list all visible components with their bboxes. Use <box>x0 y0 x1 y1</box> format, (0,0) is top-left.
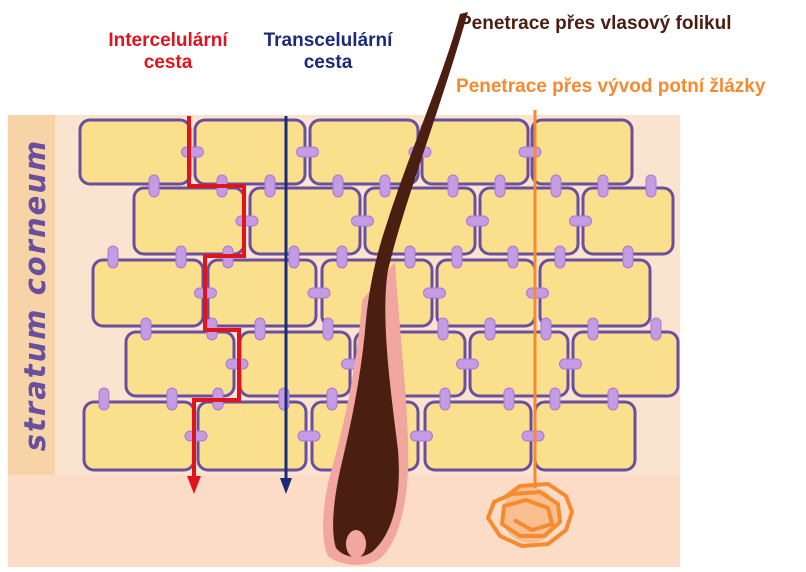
corneocyte-cell <box>470 332 568 396</box>
junction-icon <box>504 388 514 410</box>
corneocyte-cell <box>80 120 190 184</box>
corneocyte-cell <box>250 188 360 254</box>
hair-follicle-route-label: Penetrace přes vlasový folikul <box>459 13 731 35</box>
junction-icon <box>440 388 450 410</box>
sweat-duct-route-label: Penetrace přes vývod potní žlázky <box>456 76 765 98</box>
corneocyte-cell <box>84 402 194 470</box>
junction-icon <box>651 318 661 340</box>
corneocyte-cell <box>573 332 678 396</box>
junction-icon <box>298 431 320 441</box>
junction-icon <box>265 175 275 197</box>
sweat-gland-body <box>502 487 558 543</box>
junction-icon <box>337 246 347 268</box>
junction-icon <box>289 246 299 268</box>
junction-icon <box>550 388 560 410</box>
junction-icon <box>570 216 592 226</box>
junction-icon <box>522 431 544 441</box>
corneocyte-cell <box>240 332 350 396</box>
corneocyte-cell <box>310 120 418 184</box>
junction-icon <box>380 175 390 197</box>
corneocyte-cell <box>425 402 531 470</box>
junction-icon <box>182 147 204 157</box>
corneocyte-cell <box>532 120 632 184</box>
corneocyte-cell <box>208 260 316 326</box>
junction-icon <box>176 246 186 268</box>
corneocyte-cell <box>583 188 673 254</box>
corneocyte-cell <box>437 260 535 326</box>
corneocyte-cell <box>535 402 635 470</box>
corneocyte-cell <box>126 332 234 396</box>
junction-icon <box>411 431 433 441</box>
junction-icon <box>457 359 479 369</box>
corneocyte-cell <box>198 402 306 470</box>
corneocyte-cell <box>480 188 578 254</box>
junction-icon <box>149 175 159 197</box>
junction-icon <box>452 246 462 268</box>
junction-icon <box>448 175 458 197</box>
junction-icon <box>555 246 565 268</box>
junction-icon <box>541 318 551 340</box>
junction-icon <box>141 318 151 340</box>
junction-icon <box>485 318 495 340</box>
junction-icon <box>527 288 549 298</box>
junction-icon <box>327 388 337 410</box>
junction-icon <box>646 175 656 197</box>
junction-icon <box>405 246 415 268</box>
junction-icon <box>424 288 446 298</box>
junction-icon <box>167 388 177 410</box>
junction-icon <box>297 147 319 157</box>
junction-icon <box>108 246 118 268</box>
junction-icon <box>323 318 333 340</box>
junction-icon <box>519 147 541 157</box>
hair-bulb-papilla <box>346 530 366 558</box>
junction-icon <box>333 175 343 197</box>
junction-icon <box>308 288 330 298</box>
corneocyte-cell <box>93 260 203 326</box>
junction-icon <box>608 388 618 410</box>
corneocyte-cell <box>540 260 650 326</box>
junction-icon <box>551 175 561 197</box>
junction-icon <box>598 175 608 197</box>
corneocyte-cell <box>422 120 528 184</box>
corneocyte-cell <box>134 188 244 254</box>
junction-icon <box>255 318 265 340</box>
junction-icon <box>236 216 258 226</box>
junction-icon <box>508 246 518 268</box>
corneocyte-cell <box>195 120 305 184</box>
junction-icon <box>623 246 633 268</box>
junction-icon <box>560 359 582 369</box>
junction-icon <box>467 216 489 226</box>
junction-icon <box>352 216 374 226</box>
junction-icon <box>588 318 598 340</box>
junction-icon <box>99 388 109 410</box>
junction-icon <box>438 318 448 340</box>
junction-icon <box>495 175 505 197</box>
